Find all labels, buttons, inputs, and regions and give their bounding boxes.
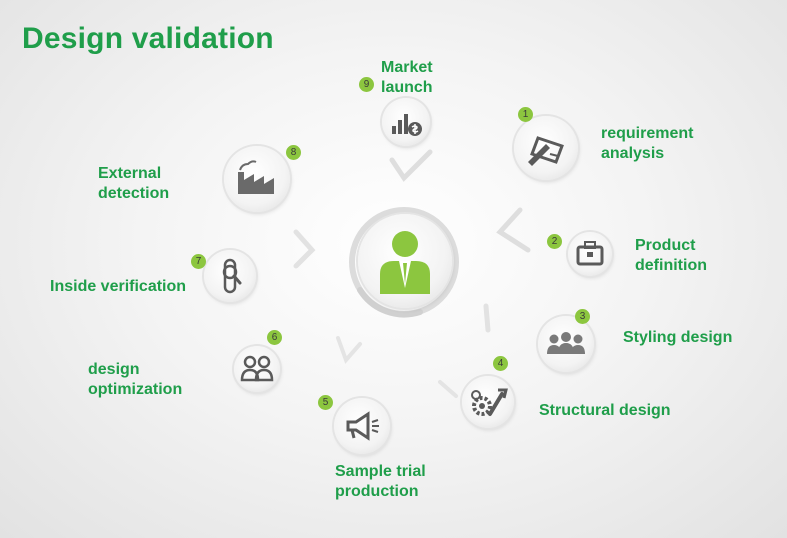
step-label-design-optimization: design optimization bbox=[88, 361, 183, 398]
step-label-inside-verification: Inside verification bbox=[50, 278, 187, 295]
step-badge-2: 2 bbox=[547, 234, 562, 249]
people-group-icon bbox=[547, 332, 585, 354]
step-badge-4: 4 bbox=[493, 356, 508, 371]
two-people-icon bbox=[240, 355, 274, 382]
step-label-requirement-analysis: requirement analysis bbox=[601, 125, 694, 162]
page-title: Design validation bbox=[22, 22, 274, 55]
step-label-sample-trial-production: Sample trial production bbox=[335, 463, 426, 500]
step-badge-8: 8 bbox=[286, 145, 301, 160]
step-badge-1: 1 bbox=[518, 107, 533, 122]
chart-money-icon bbox=[392, 114, 422, 136]
step-label-structural-design: Structural design bbox=[539, 402, 671, 419]
step-node-market-launch bbox=[382, 98, 430, 146]
briefcase-icon bbox=[576, 241, 604, 266]
person-tie-icon bbox=[380, 231, 430, 294]
magnifier-tube-icon bbox=[222, 258, 242, 294]
step-label-product-definition: Product definition bbox=[635, 237, 707, 274]
step-badge-7: 7 bbox=[191, 254, 206, 269]
step-node-design-optimization bbox=[234, 346, 280, 392]
step-badge-5: 5 bbox=[318, 395, 333, 410]
step-label-market-launch: Market launch bbox=[381, 59, 433, 96]
step-badge-6: 6 bbox=[267, 330, 282, 345]
step-badge-3: 3 bbox=[575, 309, 590, 324]
gear-wrench-icon bbox=[471, 388, 508, 416]
pen-document-icon bbox=[528, 136, 564, 166]
step-node-inside-verification bbox=[204, 250, 256, 302]
step-badge-9: 9 bbox=[359, 77, 374, 92]
step-label-external-detection: External detection bbox=[98, 165, 170, 202]
center-node bbox=[358, 214, 452, 308]
factory-icon bbox=[238, 160, 274, 194]
step-node-external-detection bbox=[224, 146, 290, 212]
step-node-requirement-analysis bbox=[514, 116, 578, 180]
step-label-styling-design: Styling design bbox=[623, 329, 733, 346]
megaphone-icon bbox=[346, 411, 379, 441]
step-node-structural-design bbox=[462, 376, 514, 428]
step-node-product-definition bbox=[568, 232, 612, 276]
step-node-styling-design bbox=[538, 316, 594, 372]
step-node-sample-trial-production bbox=[334, 398, 390, 454]
